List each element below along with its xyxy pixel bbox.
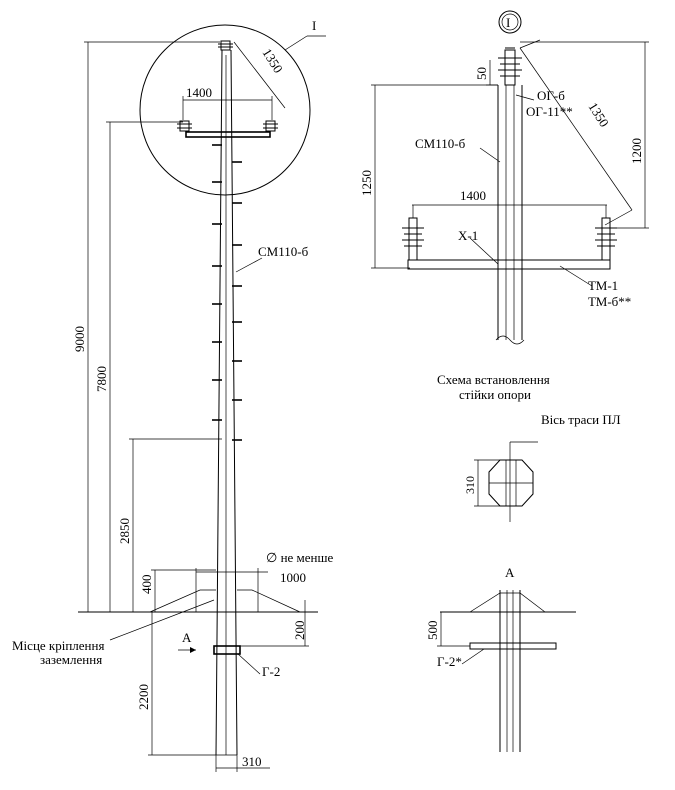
callout-circle	[139, 24, 311, 196]
detail-marker: I	[506, 15, 510, 30]
callout-leader	[284, 35, 308, 51]
section-a: А 500 Г-2*	[425, 565, 576, 752]
left-pole-view: I	[12, 18, 334, 772]
scheme-dim-310: 310	[463, 476, 477, 494]
grounding-label-line2: заземлення	[40, 652, 102, 667]
detail-crossarm	[407, 259, 611, 270]
detail-view: I 50 ОГ-б ОГ-11** 1350 1200	[359, 10, 649, 345]
backfill-mound	[149, 589, 301, 613]
label-x1: Х-1	[458, 228, 478, 243]
clamp-label: Г-2	[262, 664, 280, 679]
grounding-label-line1: Місце кріплення	[12, 638, 104, 653]
dim-9000: 9000	[72, 326, 87, 352]
pole-section-octagon	[488, 459, 534, 507]
diameter-note: ∅ не менше	[266, 550, 334, 565]
dim-1350: 1350	[259, 46, 285, 76]
detail-dim-1400: 1400	[460, 188, 486, 203]
grounding-leader	[109, 599, 215, 641]
detail-dim-1350-line	[519, 47, 633, 211]
section-a-title: А	[505, 565, 515, 580]
detail-marker-circle	[498, 10, 522, 34]
label-tm6: ТМ-б**	[588, 294, 631, 309]
dim-2850: 2850	[117, 518, 132, 544]
label-og11: ОГ-11**	[526, 104, 573, 119]
pole-label: СМ110-б	[258, 244, 309, 259]
side-insulator-left	[177, 120, 192, 132]
scheme-title-line1: Схема встановлення	[437, 372, 550, 387]
clamp-g2	[213, 645, 241, 655]
detail-right-insulator	[595, 205, 617, 261]
detail-dim-1350: 1350	[585, 100, 611, 130]
dim-1400: 1400	[186, 85, 212, 100]
detail-dim-1250: 1250	[359, 170, 374, 196]
dim-200: 200	[292, 621, 307, 641]
side-insulator-right	[263, 120, 278, 132]
dim-50: 50	[474, 67, 489, 80]
dim-400: 400	[139, 575, 154, 595]
installation-scheme: Схема встановлення стійки опори Вісь тра…	[437, 372, 621, 522]
dim-2200: 2200	[136, 684, 151, 710]
label-og6: ОГ-б	[537, 88, 565, 103]
section-marker: А	[182, 630, 192, 645]
section-clamp-label: Г-2*	[437, 654, 462, 669]
label-tm1: ТМ-1	[588, 278, 618, 293]
section-pole	[499, 590, 521, 752]
pole-steps	[212, 144, 242, 441]
pole-shaft	[215, 49, 238, 756]
top-insulator	[218, 40, 233, 51]
dim-1000: 1000	[280, 570, 306, 585]
callout-label: I	[312, 18, 316, 33]
detail-pole	[497, 85, 523, 340]
dim-7800: 7800	[94, 366, 109, 392]
detail-top-insulator	[498, 47, 522, 86]
scheme-title-line2: стійки опори	[459, 387, 531, 402]
dim-1350-line	[233, 41, 286, 109]
detail-pole-label: СМ110-б	[415, 136, 466, 151]
dim-310: 310	[242, 754, 262, 769]
axis-label: Вісь траси ПЛ	[541, 412, 621, 427]
detail-left-insulator	[402, 205, 424, 261]
detail-dim-1200: 1200	[629, 138, 644, 164]
crossarm	[185, 131, 271, 138]
section-dim-500: 500	[425, 621, 440, 641]
